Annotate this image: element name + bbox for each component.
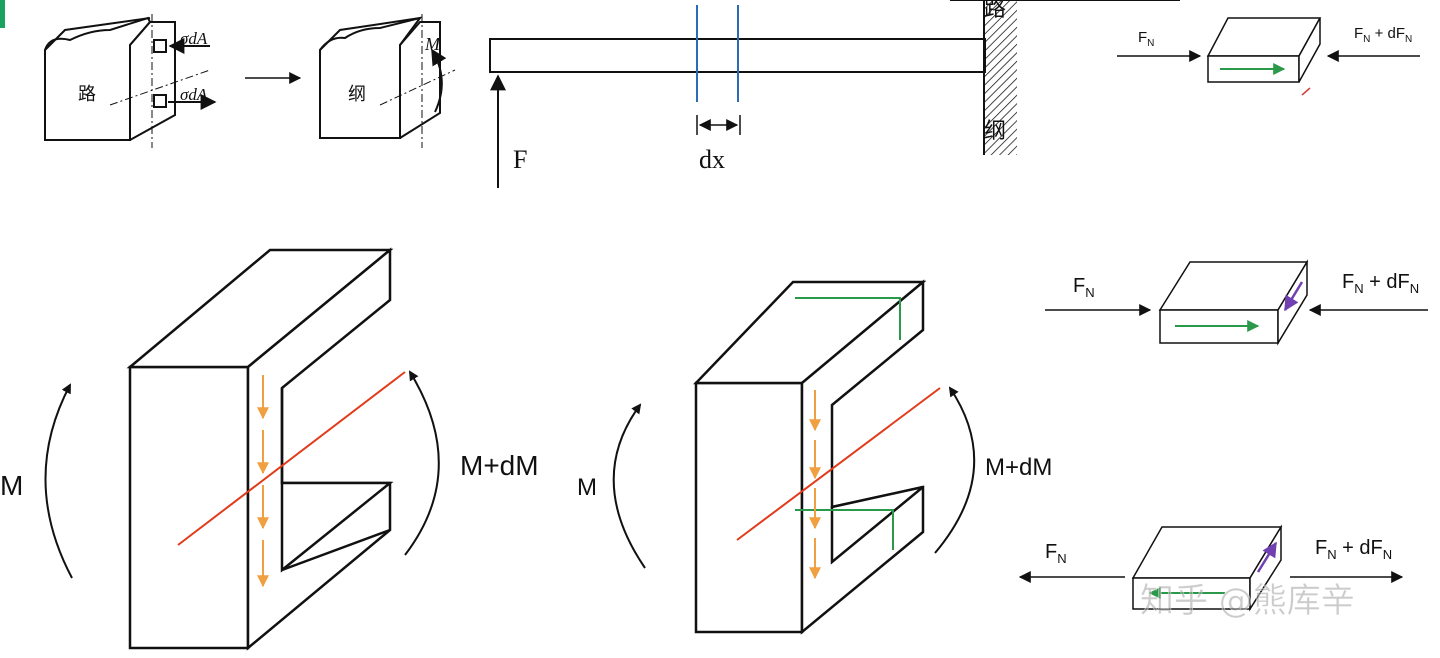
moment-arrow-right-2 xyxy=(934,386,976,554)
slab-bot xyxy=(1018,524,1404,612)
moment-label-small: M xyxy=(424,34,441,54)
stress-top-label: σdA xyxy=(180,29,208,48)
moment-arrow-right xyxy=(404,370,440,556)
channel-left-moment-dm-label: M+dM xyxy=(460,450,539,481)
neutral-axis-left xyxy=(177,371,406,546)
slab-bot-right-label: FN + dFN xyxy=(1315,537,1392,562)
cube-right-label: 纲 xyxy=(348,84,366,104)
channel-left xyxy=(126,247,394,651)
cube-right xyxy=(319,14,456,148)
channel-right-moment-label: M xyxy=(577,474,597,501)
channel-left-moment-label: M xyxy=(0,470,23,501)
channel-right-moment-dm-label: M+dM xyxy=(985,454,1052,481)
watermark: 知乎 @熊库辛 xyxy=(1140,581,1355,621)
channel-right xyxy=(693,279,927,635)
moment-arrow-left-2 xyxy=(612,403,646,569)
accent-bar xyxy=(0,0,5,28)
dx-label: dx xyxy=(699,145,725,174)
cantilever-beam xyxy=(489,0,1180,188)
cube-left-label: 路 xyxy=(78,84,96,104)
slab-top-left-label: FN xyxy=(1138,29,1154,49)
slab-mid-left-label: FN xyxy=(1073,275,1095,300)
wall-top-label: 路 xyxy=(984,0,1006,21)
channel-right-green-cuts xyxy=(795,297,901,550)
slab-top xyxy=(1117,17,1420,96)
slab-top-right-label: FN + dFN xyxy=(1354,25,1412,45)
wall-bottom-label: 纲 xyxy=(984,118,1006,143)
cube-left xyxy=(44,14,217,148)
stress-bottom-label: σdA xyxy=(180,85,208,104)
moment-arrow-left xyxy=(44,383,73,579)
slab-mid-right-label: FN + dFN xyxy=(1342,271,1419,296)
force-label: F xyxy=(513,145,527,174)
slab-bot-left-label: FN xyxy=(1045,541,1067,566)
neutral-axis-right xyxy=(736,387,941,541)
slab-mid xyxy=(1045,259,1428,346)
